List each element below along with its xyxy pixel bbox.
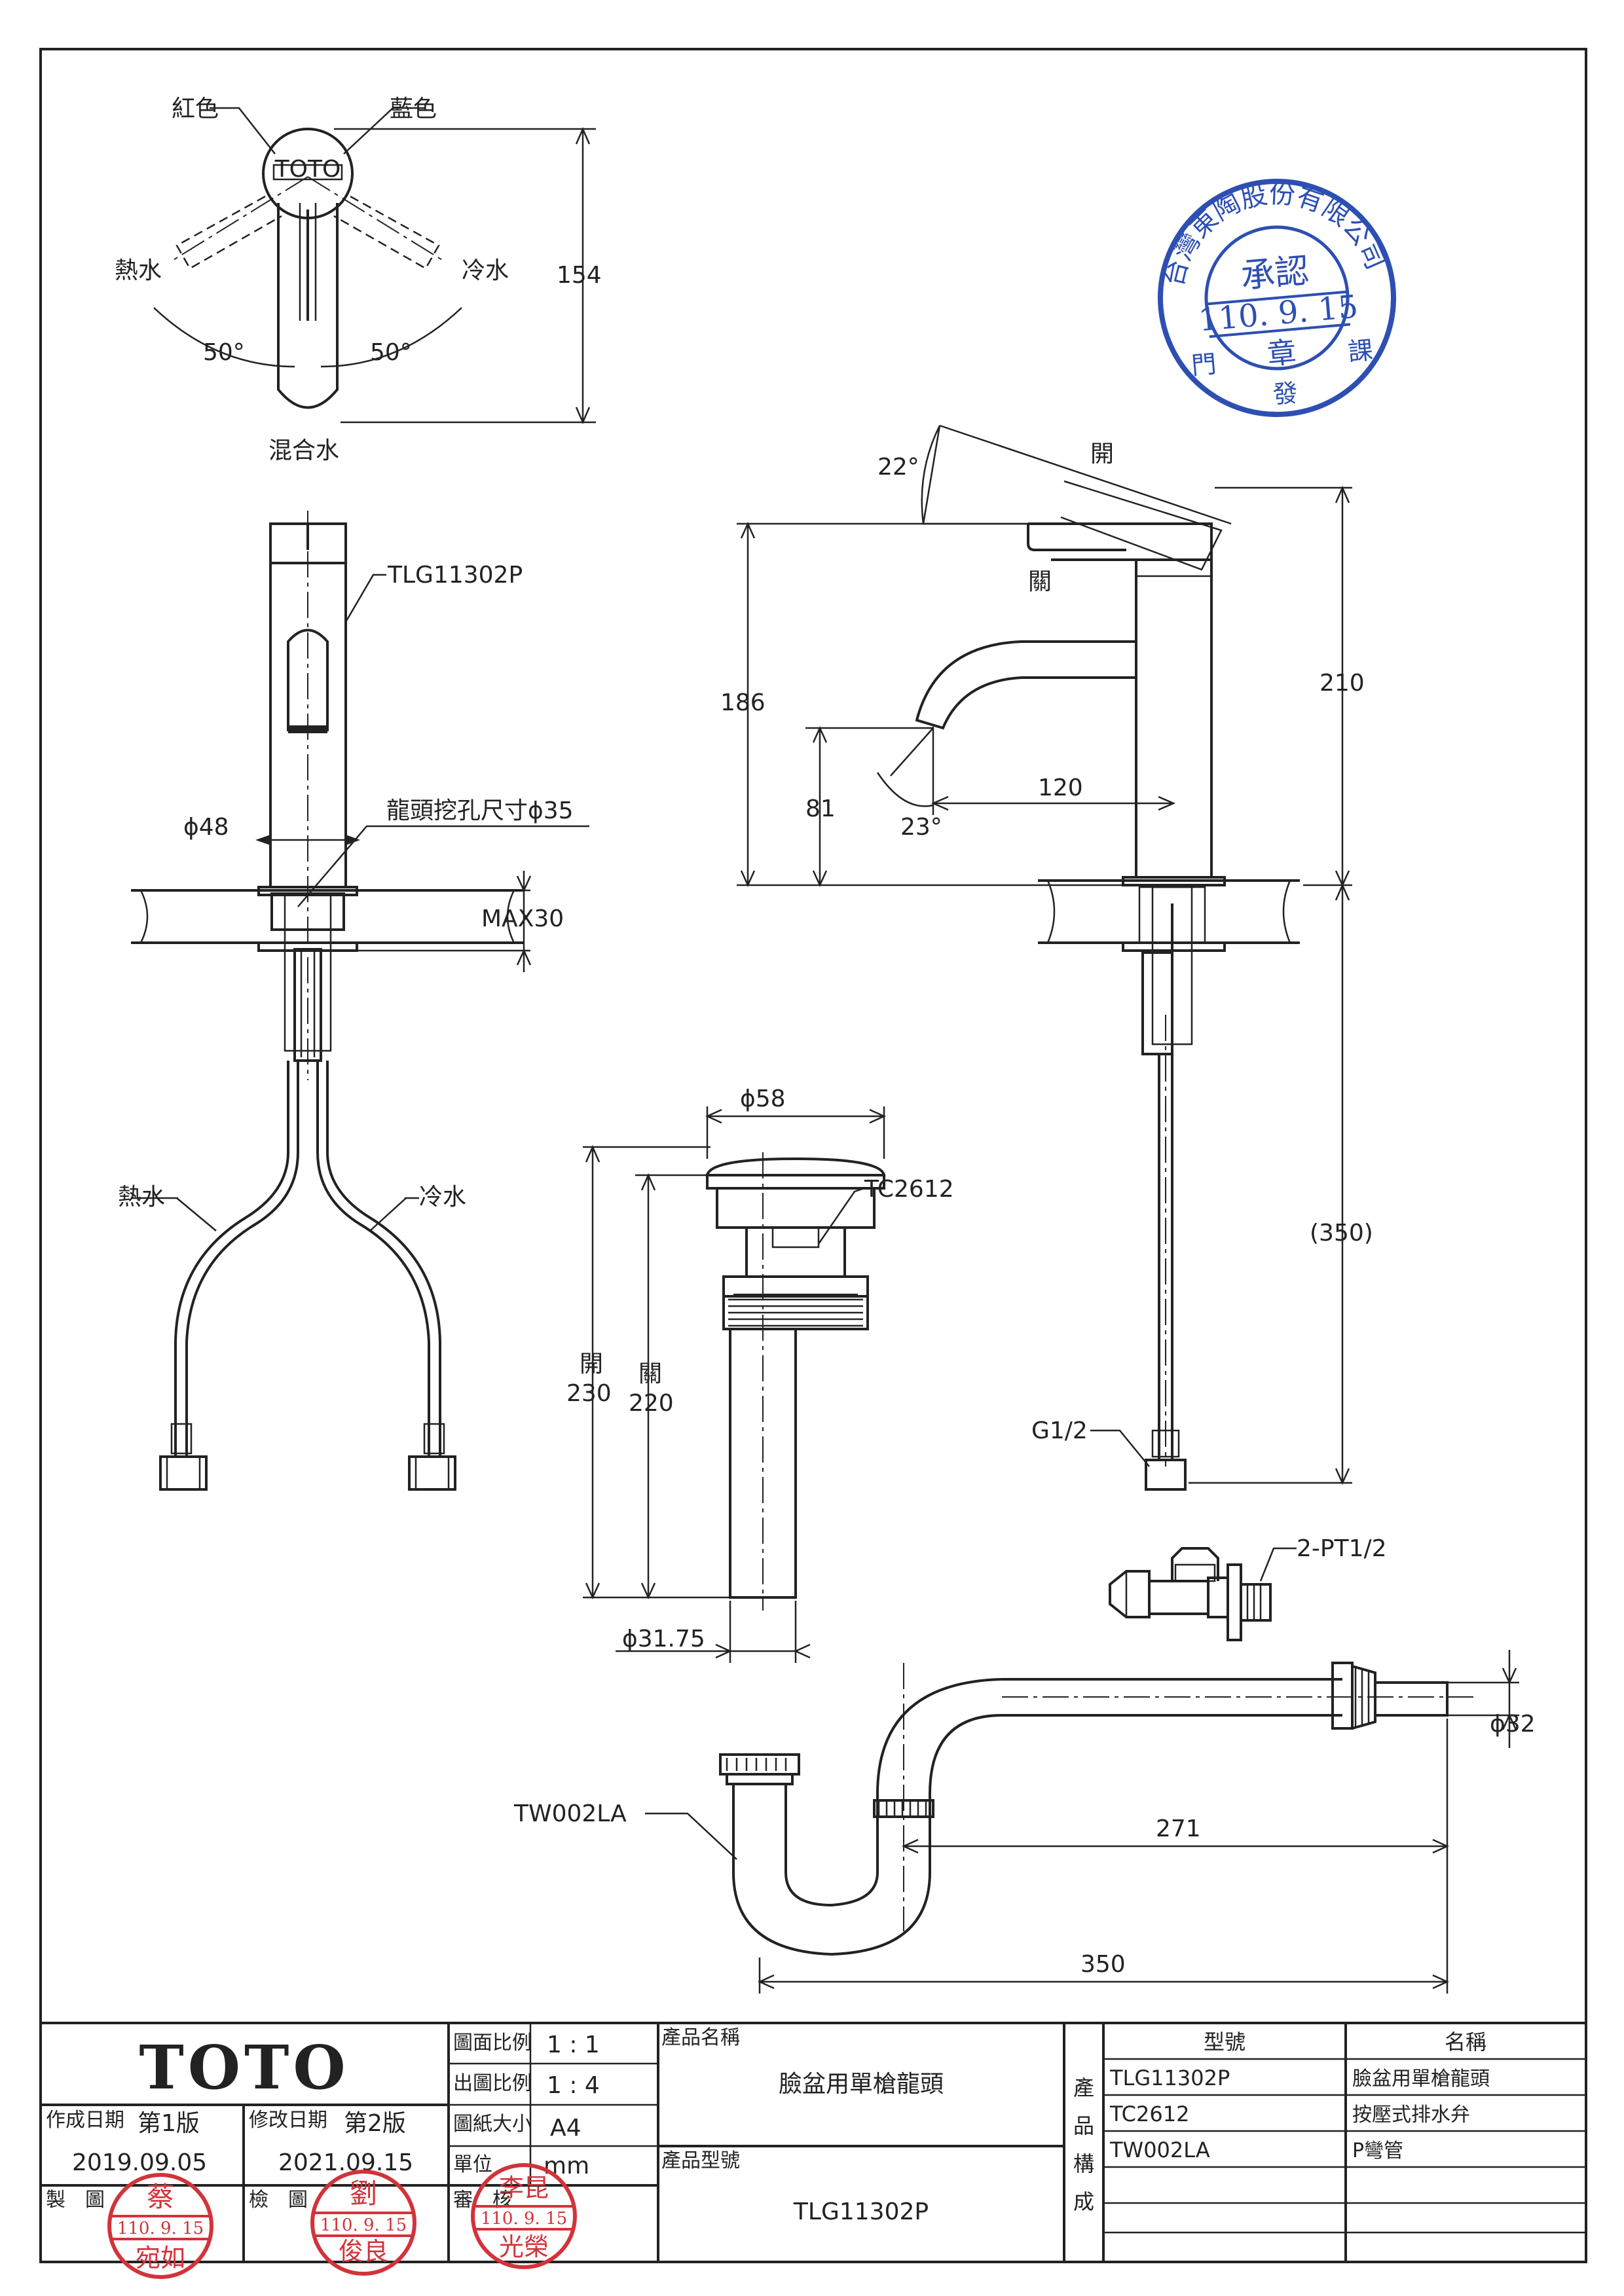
table-row-2-name: 按壓式排水弁 bbox=[1352, 2104, 1470, 2126]
height-81-label: 81 bbox=[805, 795, 836, 822]
product-model-label: 產品型號 bbox=[661, 2149, 740, 2172]
drain-bottom-diameter-label: ϕ31.75 bbox=[622, 1626, 705, 1652]
drawn-stamp-name-top: 蔡 bbox=[147, 2181, 174, 2213]
faucet-model-label: TLG11302P bbox=[387, 562, 523, 589]
product-model: TLG11302P bbox=[793, 2198, 929, 2225]
valve-label: 2-PT1/2 bbox=[1297, 1535, 1387, 1562]
drain-open-dim-label: 230 bbox=[566, 1380, 612, 1407]
table-row-1-model: TLG11302P bbox=[1109, 2066, 1230, 2090]
title-block: TOTO 圖面比例 1 : 1 出圖比例 1 : 4 圖紙大小 A4 單位 mm… bbox=[39, 2022, 1587, 2263]
drain-model-label: TC2612 bbox=[864, 1176, 954, 1203]
mixed-water-label: 混合水 bbox=[268, 437, 339, 464]
drain-view: ϕ58 TC2612 開 230 關 220 ϕ31.75 bbox=[566, 1085, 954, 1663]
checked-stamp-name-top: 劉 bbox=[350, 2178, 377, 2210]
drawn-by-stamp: 蔡 110. 9. 15 宛如 bbox=[107, 2173, 213, 2279]
column-name-header: 名稱 bbox=[1445, 2030, 1486, 2054]
drawing-frame bbox=[39, 48, 1587, 2263]
blue-label: 藍色 bbox=[390, 96, 437, 122]
stamp-center-text: 章 bbox=[1266, 336, 1297, 372]
toto-logo: TOTO bbox=[139, 2032, 349, 2103]
stamp-title-text: 承認 bbox=[1239, 251, 1310, 297]
angle-left-label: 50° bbox=[203, 339, 245, 366]
review-stamp-name-top: 李昆 bbox=[499, 2174, 549, 2202]
hose-length-label: (350) bbox=[1310, 1220, 1373, 1247]
composition-char-3: 構 bbox=[1073, 2151, 1094, 2176]
checked-by-label: 檢 圖 bbox=[249, 2189, 308, 2212]
thread-label: G1/2 bbox=[1031, 1417, 1088, 1444]
column-model-header: 型號 bbox=[1204, 2030, 1246, 2054]
close-state-label: 關 bbox=[1028, 568, 1052, 595]
product-name-label: 產品名稱 bbox=[661, 2026, 740, 2049]
spout-angle-label: 23° bbox=[900, 814, 942, 841]
stamp-bottom-text: 發 bbox=[1272, 378, 1299, 409]
diameter-48-label: ϕ48 bbox=[183, 814, 229, 841]
product-name: 臉盆用單槍龍頭 bbox=[779, 2071, 944, 2098]
unit-value: mm bbox=[544, 2153, 589, 2179]
drawn-stamp-date: 110. 9. 15 bbox=[117, 2219, 204, 2238]
checked-stamp-name-bottom: 俊良 bbox=[339, 2237, 388, 2266]
open-angle-label: 22° bbox=[877, 454, 919, 481]
max-thickness-label: MAX30 bbox=[481, 905, 564, 932]
modified-version: 第2版 bbox=[344, 2110, 406, 2137]
drain-close-label: 關 bbox=[638, 1360, 662, 1387]
stamp-left-text: 門 bbox=[1190, 350, 1218, 380]
stamp-date-text: 110. 9. 15 bbox=[1197, 288, 1359, 338]
checked-stamp-date: 110. 9. 15 bbox=[320, 2215, 407, 2235]
front-view: TLG11302P ϕ48 龍頭挖孔尺寸ϕ35 MAX30 熱水 冷水 bbox=[118, 511, 589, 1491]
print-scale-value: 1 : 4 bbox=[547, 2072, 600, 2099]
handle-mark: TOTO bbox=[274, 156, 341, 183]
composition-char-4: 成 bbox=[1073, 2189, 1094, 2214]
drain-top-diameter-label: ϕ58 bbox=[740, 1085, 786, 1112]
paper-size-label: 圖紙大小 bbox=[453, 2113, 532, 2136]
cold-water-label: 冷水 bbox=[462, 257, 509, 284]
angle-right-label: 50° bbox=[370, 339, 412, 366]
created-date: 2019.09.05 bbox=[72, 2149, 207, 2176]
trap-dim-350-label: 350 bbox=[1080, 1951, 1126, 1978]
drawn-stamp-name-bottom: 宛如 bbox=[136, 2244, 185, 2272]
cold-hose-label: 冷水 bbox=[419, 1184, 466, 1211]
composition-char-1: 產 bbox=[1073, 2075, 1094, 2100]
review-stamp-date: 110. 9. 15 bbox=[481, 2209, 567, 2229]
checked-by-stamp: 劉 110. 9. 15 俊良 bbox=[310, 2170, 416, 2276]
created-date-label: 作成日期 bbox=[46, 2109, 124, 2132]
valve-view: 2-PT1/2 bbox=[1109, 1535, 1387, 1641]
modified-date: 2021.09.15 bbox=[278, 2149, 413, 2176]
approval-stamp: 台灣東陶股份有限公司 承認 110. 9. 15 章 門 發 課 bbox=[1151, 169, 1396, 417]
table-row-3-model: TW002LA bbox=[1109, 2138, 1210, 2162]
paper-size-value: A4 bbox=[550, 2115, 581, 2141]
trap-model-label: TW002LA bbox=[513, 1800, 627, 1827]
created-version: 第1版 bbox=[138, 2110, 200, 2137]
composition-char-2: 品 bbox=[1073, 2113, 1094, 2138]
drain-close-dim-label: 220 bbox=[629, 1390, 674, 1417]
review-stamp: 李昆 110. 9. 15 光榮 bbox=[471, 2163, 577, 2269]
hot-hose-label: 熱水 bbox=[118, 1184, 165, 1211]
height-154-label: 154 bbox=[557, 262, 602, 289]
table-row-2-model: TC2612 bbox=[1109, 2102, 1189, 2126]
trap-dim-271-label: 271 bbox=[1156, 1815, 1201, 1842]
scale-value: 1 : 1 bbox=[547, 2032, 600, 2058]
table-row-1-name: 臉盆用單槍龍頭 bbox=[1352, 2068, 1490, 2090]
height-186-label: 186 bbox=[720, 689, 766, 716]
red-label: 紅色 bbox=[172, 96, 219, 122]
reach-120-label: 120 bbox=[1038, 774, 1083, 801]
hot-water-label: 熱水 bbox=[115, 257, 162, 284]
top-view: TOTO 紅色 藍色 熱水 冷水 50° 50° 混合水 154 bbox=[115, 96, 602, 464]
review-stamp-name-bottom: 光榮 bbox=[499, 2232, 549, 2261]
modified-date-label: 修改日期 bbox=[249, 2109, 327, 2132]
trap-diameter-label: ϕ32 bbox=[1490, 1711, 1536, 1738]
height-210-label: 210 bbox=[1320, 670, 1365, 697]
open-state-label: 開 bbox=[1090, 441, 1114, 467]
table-row-3-name: P彎管 bbox=[1352, 2140, 1403, 2162]
stamp-right-text: 課 bbox=[1347, 336, 1375, 367]
unit-label: 單位 bbox=[453, 2153, 492, 2176]
side-view: 22° 開 關 186 81 120 23° 210 (350) G bbox=[720, 424, 1373, 1491]
hole-size-label: 龍頭挖孔尺寸ϕ35 bbox=[386, 797, 574, 824]
review-label: 審 核 bbox=[453, 2189, 512, 2212]
scale-label: 圖面比例 bbox=[453, 2032, 532, 2054]
p-trap-view: ϕ32 TW002LA 271 350 bbox=[513, 1650, 1536, 1994]
print-scale-label: 出圖比例 bbox=[453, 2072, 532, 2095]
drain-open-label: 開 bbox=[580, 1351, 603, 1377]
drawn-by-label: 製 圖 bbox=[46, 2189, 105, 2212]
